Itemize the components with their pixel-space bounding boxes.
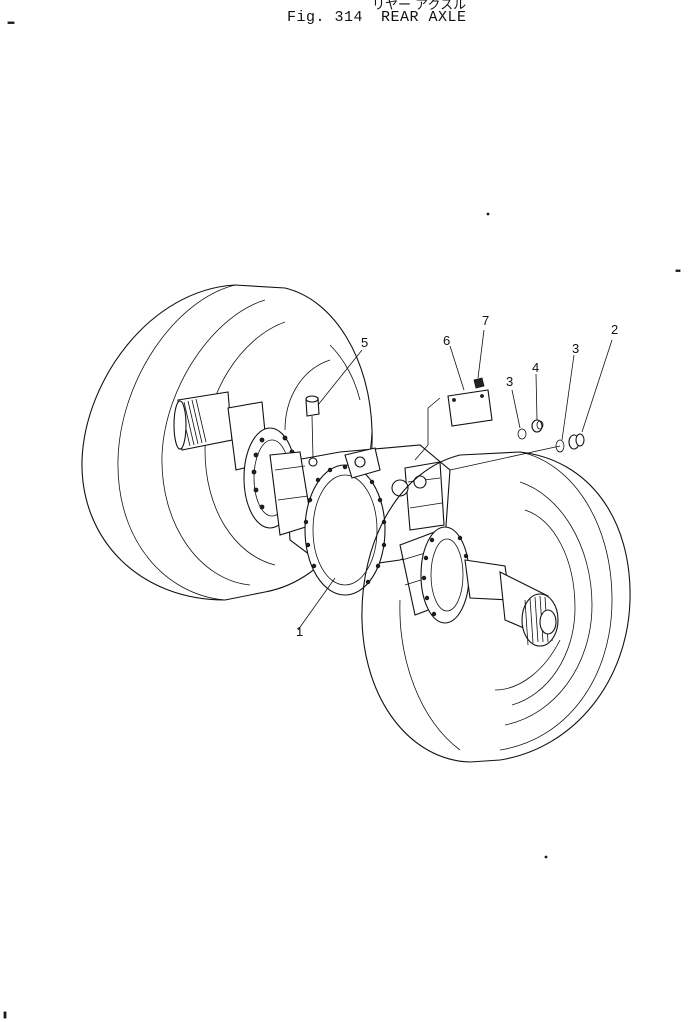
drain-plug-set: [449, 419, 585, 471]
right-tire: [361, 451, 631, 763]
callout-5: 5: [361, 335, 368, 350]
scan-specks: [3, 21, 681, 1019]
japanese-title: リヤー アクスル: [372, 0, 467, 13]
callout-7: 7: [482, 313, 489, 328]
left-hub: [173, 391, 297, 529]
right-hub: [399, 526, 559, 647]
left-tire: [81, 284, 373, 601]
breather-plug: [305, 395, 320, 467]
figure-caption: Fig. 314 REAR AXLE: [287, 9, 467, 26]
callout-4: 4: [532, 360, 539, 375]
callout-2: 2: [611, 322, 618, 337]
figure-number: Fig. 314: [287, 9, 364, 26]
cover-plate: [414, 377, 493, 461]
axle-housing: [269, 444, 451, 596]
callout-6: 6: [443, 333, 450, 348]
callout-3-left: 3: [506, 374, 513, 389]
figure-title: REAR AXLE: [381, 9, 467, 26]
callout-1: 1: [296, 624, 303, 639]
leader-lines: [297, 329, 613, 631]
callout-3-right: 3: [572, 341, 579, 356]
